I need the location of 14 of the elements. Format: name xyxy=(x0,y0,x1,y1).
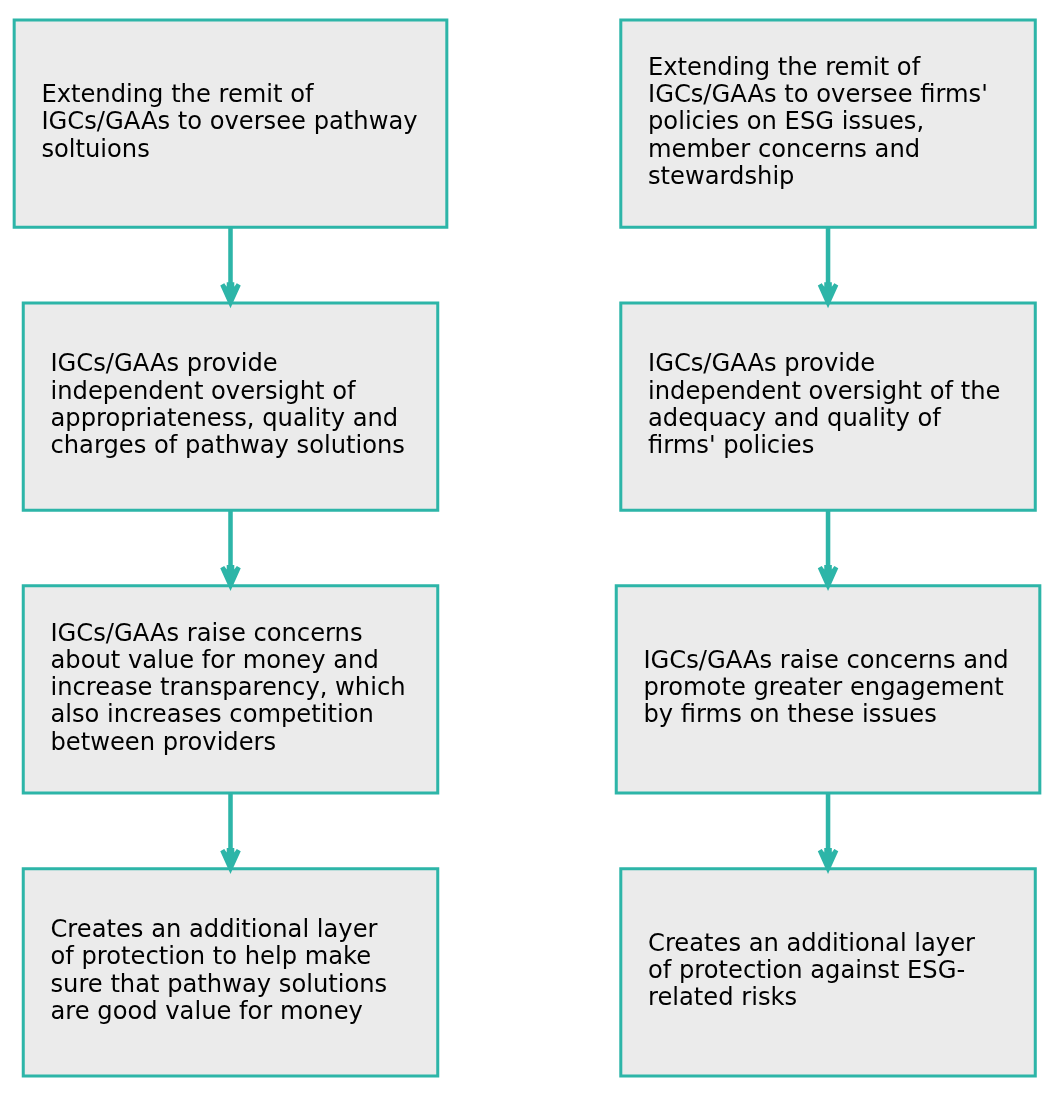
node-box: IGCs/GAAs raise concerns and promote greater engagement by firms on these issues xyxy=(614,583,1042,795)
node-box: Creates an additional layer of protection to help make sure that pathway solutions are good value for money xyxy=(21,866,440,1077)
node-box: Extending the remit of IGCs/GAAs to oversee pathway soltuions xyxy=(12,18,449,229)
arrow xyxy=(220,792,241,871)
node-box: Creates an additional layer of protection against ESG-related risks xyxy=(619,866,1037,1077)
arrow xyxy=(817,226,839,305)
arrow xyxy=(220,226,241,305)
node-box: IGCs/GAAs provide independent oversight of the adequacy and quality of firms' policies xyxy=(619,300,1037,512)
arrow xyxy=(817,792,839,871)
arrow xyxy=(817,509,839,588)
node-box: Extending the remit of IGCs/GAAs to oversee firms' policies on ESG issues, member concerns and stewardship xyxy=(619,18,1037,229)
node-box: IGCs/GAAs raise concerns about value for money and increase transparency, which also increases competition between providers xyxy=(21,583,440,795)
node-box: IGCs/GAAs provide independent oversight of appropriateness, quality and charges of pathway solutions xyxy=(21,300,440,512)
arrow xyxy=(220,509,241,588)
